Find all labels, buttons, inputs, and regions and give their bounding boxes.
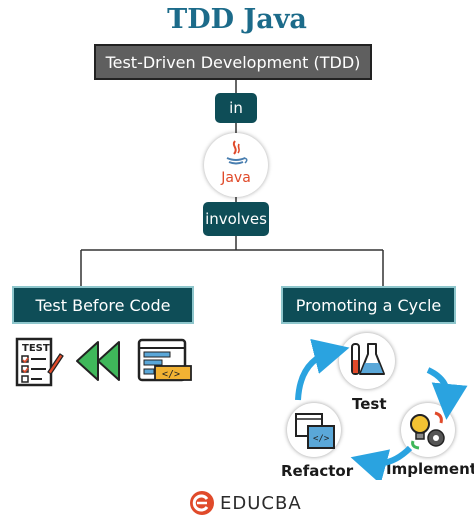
java-cup-icon	[226, 140, 248, 165]
bulb-gear-icon	[410, 411, 445, 450]
educba-logo-icon	[190, 491, 214, 515]
java-logo	[204, 133, 268, 197]
svg-text:</>: </>	[313, 434, 330, 444]
cycle-implement-label: Implement	[386, 460, 474, 478]
flask-icon	[351, 343, 385, 375]
java-logo-text: Java	[221, 170, 251, 186]
cycle-arrows	[295, 338, 468, 480]
svg-text:</>: </>	[162, 369, 180, 380]
rewind-icon	[76, 341, 120, 381]
code-window-icon: </>	[137, 338, 192, 382]
cycle-refactor-label: Refactor	[281, 462, 354, 480]
connector-involves-label: involves	[203, 202, 269, 236]
page-title: TDD Java	[167, 4, 307, 35]
promoting-a-cycle-box: Promoting a Cycle	[281, 286, 456, 324]
test-sheet-text: TEST	[22, 343, 50, 354]
tdd-banner: Test-Driven Development (TDD)	[94, 44, 372, 80]
cycle-test-label: Test	[352, 395, 387, 413]
test-checklist-icon: TEST	[15, 337, 64, 387]
refactor-window-icon: </>	[295, 413, 335, 449]
educba-brand-text: EDUCBA	[220, 493, 302, 514]
connector-in-label: in	[215, 93, 257, 123]
test-before-code-box: Test Before Code	[12, 286, 194, 324]
